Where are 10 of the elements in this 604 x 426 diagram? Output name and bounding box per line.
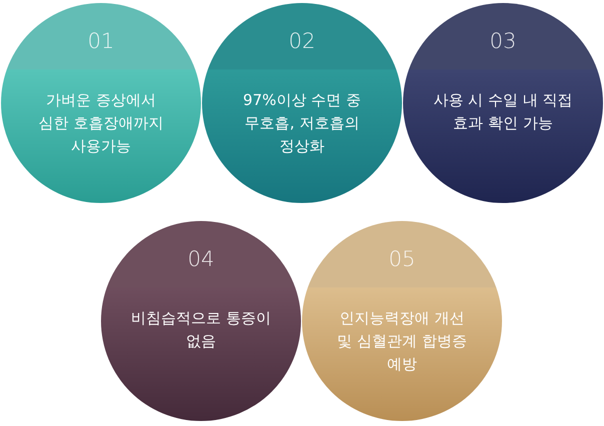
step-description: 비침습적으로 통증이 없음 xyxy=(131,308,271,352)
step-description: 97%이상 수면 중 무호흡, 저호흡의 정상화 xyxy=(242,90,362,157)
step-description: 사용 시 수일 내 직접 효과 확인 가능 xyxy=(433,90,573,134)
step-number: 01 xyxy=(86,29,116,53)
step-number: 02 xyxy=(288,29,316,53)
step-number: 05 xyxy=(388,247,416,271)
step-number: 03 xyxy=(488,29,518,53)
step-description: 가벼운 증상에서 심한 호흡장애까지 사용가능 xyxy=(38,90,164,157)
step-description: 인지능력장애 개선 및 심혈관계 합병증 예방 xyxy=(336,308,468,375)
step-number: 04 xyxy=(186,247,216,271)
